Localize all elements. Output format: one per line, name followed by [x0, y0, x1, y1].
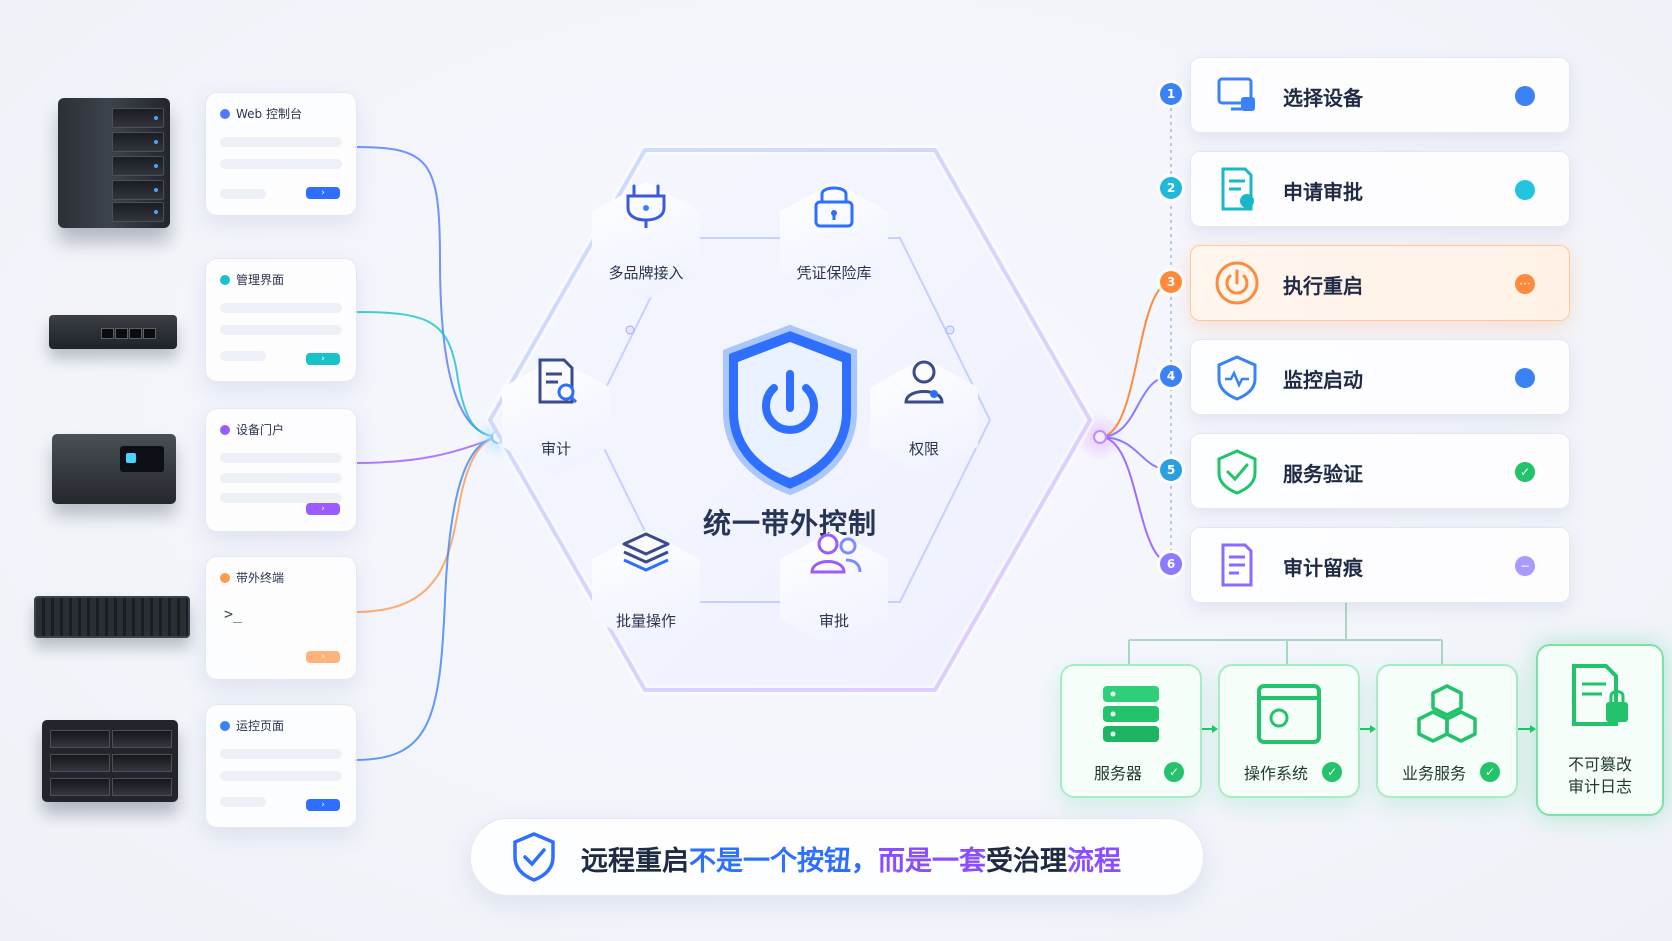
tower-server-image [58, 98, 170, 228]
console-title: 设备门户 [236, 423, 285, 437]
module-credential-vault[interactable]: 凭证保险库 [778, 182, 890, 300]
go-button[interactable]: › [306, 503, 340, 515]
step-number-badge: 6 [1160, 553, 1182, 575]
tagline-banner: 远程重启不是一个按钮，而是一套受治理流程 [470, 818, 1204, 896]
shield-power-icon [723, 324, 857, 496]
module-label: 凭证保险库 [796, 264, 872, 282]
console-title: Web 控制台 [236, 107, 302, 121]
step-status-indicator: − [1515, 556, 1535, 576]
console-oob-terminal[interactable]: 带外终端 >_ › [205, 556, 357, 680]
step-label: 审计留痕 [1283, 556, 1363, 580]
status-dot [220, 275, 230, 285]
step-select-device[interactable]: 选择设备 [1190, 57, 1570, 133]
tagline-text: 远程重启不是一个按钮，而是一套受治理流程 [581, 846, 1121, 877]
rack-server-1u-image [34, 596, 190, 638]
go-button[interactable]: › [306, 651, 340, 663]
step-number-badge: 3 [1160, 271, 1182, 293]
check-icon: ✓ [1480, 762, 1500, 782]
go-button[interactable]: › [306, 353, 340, 365]
audit-trail-icon [1221, 543, 1253, 587]
step-status-indicator: ··· [1515, 274, 1535, 294]
shield-check-icon [513, 832, 555, 882]
step-monitor-boot[interactable]: 监控启动 [1190, 339, 1570, 415]
verify-immutable-audit-card[interactable]: 不可篡改 审计日志 [1536, 644, 1664, 816]
module-label: 审批 [818, 612, 849, 630]
module-label: 多品牌接入 [608, 264, 684, 282]
status-dot [220, 573, 230, 583]
console-title: 运控页面 [236, 719, 285, 733]
step-execute-reboot[interactable]: 执行重启 ··· [1190, 245, 1570, 321]
audit-document-icon [538, 358, 578, 404]
console-web[interactable]: Web 控制台 › [205, 92, 357, 216]
step-service-verify[interactable]: 服务验证 ✓ [1190, 433, 1570, 509]
appliance-device-image [52, 434, 176, 504]
plug-icon [626, 184, 666, 228]
module-label: 权限 [908, 440, 939, 458]
module-multi-brand[interactable]: 多品牌接入 [590, 182, 702, 300]
check-shield-icon [1217, 449, 1257, 495]
layers-icon [622, 532, 670, 572]
approval-document-icon [1221, 167, 1254, 211]
step-label: 执行重启 [1283, 274, 1363, 298]
module-permission[interactable]: 权限 [868, 358, 980, 476]
module-approval[interactable]: 审批 [778, 530, 890, 648]
verify-server-card[interactable]: 服务器 ✓ [1060, 664, 1202, 798]
verify-label: 不可篡改 审计日志 [1538, 754, 1662, 798]
step-label: 选择设备 [1283, 86, 1363, 110]
status-dot [220, 109, 230, 119]
verify-business-service-card[interactable]: 业务服务 ✓ [1376, 664, 1518, 798]
step-status-dot [1515, 368, 1535, 388]
step-label: 服务验证 [1283, 462, 1363, 486]
verify-label-line1: 不可篡改 [1567, 755, 1632, 774]
module-audit[interactable]: 审计 [500, 358, 612, 476]
step-audit-trail[interactable]: 审计留痕 − [1190, 527, 1570, 603]
step-request-approval[interactable]: 申请审批 [1190, 151, 1570, 227]
step-status-dot [1515, 180, 1535, 200]
monitor-shield-icon [1217, 355, 1257, 401]
step-status-dot [1515, 86, 1535, 106]
step-number-badge: 5 [1160, 459, 1182, 481]
go-button[interactable]: › [306, 187, 340, 199]
verify-os-card[interactable]: 操作系统 ✓ [1218, 664, 1360, 798]
module-label: 审计 [540, 440, 571, 458]
console-title: 管理界面 [236, 273, 285, 287]
user-icon [904, 360, 944, 404]
module-label: 批量操作 [615, 612, 676, 630]
step-label: 申请审批 [1283, 180, 1363, 204]
module-batch-operation[interactable]: 批量操作 [590, 530, 702, 648]
unified-oob-hub: 统一带外控制 多品牌接入 凭证保险库 审计 [470, 130, 1110, 710]
lock-icon [814, 186, 854, 228]
verify-label: 服务器 [1093, 764, 1142, 783]
go-button[interactable]: › [306, 799, 340, 811]
power-icon [1215, 261, 1259, 305]
terminal-prompt: >_ [224, 605, 243, 623]
status-dot [220, 721, 230, 731]
server-icon [1103, 686, 1159, 742]
os-window-icon [1257, 684, 1321, 744]
step-label: 监控启动 [1283, 368, 1363, 392]
rack-server-2u-image [42, 720, 178, 802]
locked-log-icon [1572, 664, 1628, 726]
console-device-portal[interactable]: 设备门户 › [205, 408, 357, 532]
device-select-icon [1217, 77, 1255, 111]
hub-title: 统一带外控制 [702, 507, 877, 540]
console-title: 带外终端 [236, 571, 285, 585]
verify-label: 操作系统 [1243, 764, 1308, 783]
step-number-badge: 2 [1160, 177, 1182, 199]
console-ops-page[interactable]: 运控页面 › [205, 704, 357, 828]
step-status-indicator: ✓ [1515, 462, 1535, 482]
users-icon [810, 533, 862, 574]
console-management[interactable]: 管理界面 › [205, 258, 357, 382]
network-switch-image [49, 315, 177, 349]
check-icon: ✓ [1322, 762, 1342, 782]
verify-label: 业务服务 [1401, 764, 1466, 783]
cubes-icon [1417, 684, 1477, 743]
step-number-badge: 1 [1160, 83, 1182, 105]
step-number-badge: 4 [1160, 365, 1182, 387]
check-icon: ✓ [1164, 762, 1184, 782]
status-dot [220, 425, 230, 435]
verify-label-line2: 审计日志 [1567, 777, 1632, 796]
